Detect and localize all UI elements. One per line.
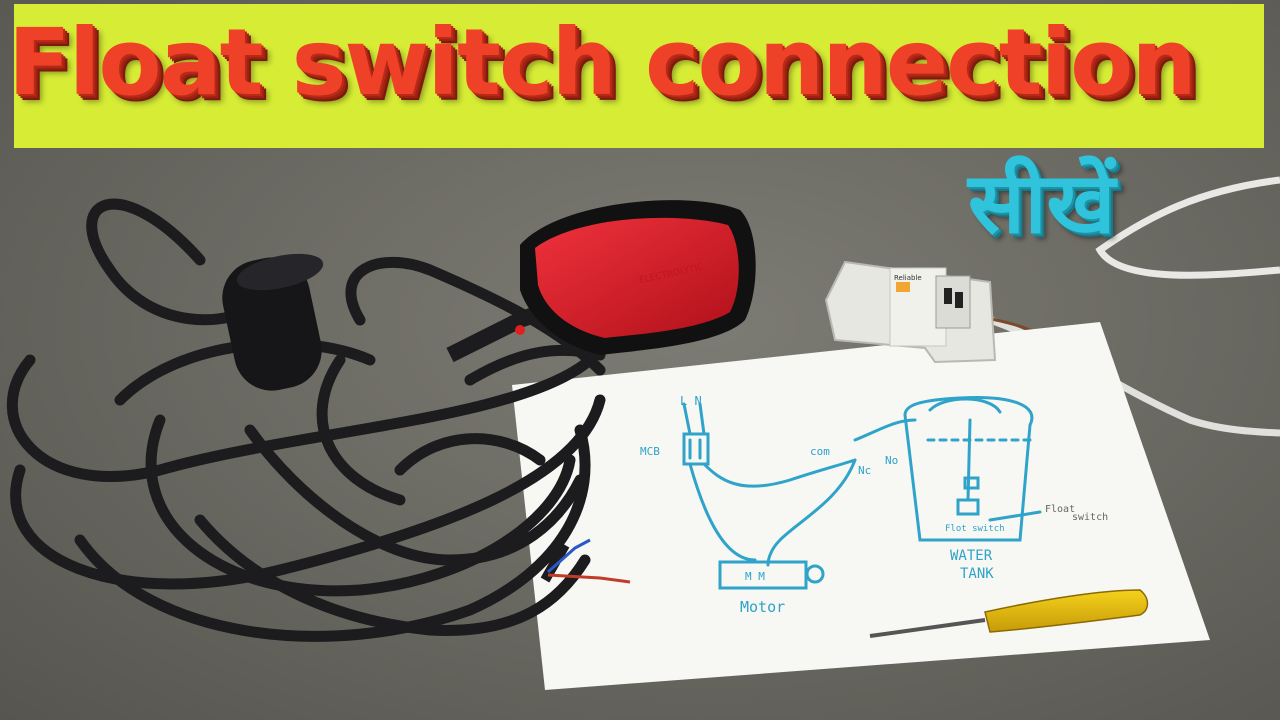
mcb-label: MCB [640,445,660,458]
com-label: com [810,445,830,458]
float-annotation-1: Float [1045,504,1075,515]
video-title: Float switch connection [8,9,1197,116]
float-annotation-2: switch [1072,512,1108,523]
mcb-breaker-icon: Reliable [824,260,997,364]
no-label: No [885,454,898,467]
float-switch-icon: ELECTROLYTIC [446,200,756,363]
mcb-brand-label: Reliable [894,274,922,282]
tank-label-1: WATER [950,548,993,564]
float-switch-label: Flot switch [945,524,1005,534]
white-wire [1095,176,1280,279]
tank-label-2: TANK [960,566,994,582]
motor-text: M M [745,570,765,583]
float-weight [222,253,324,391]
title-banner [14,4,1264,148]
supply-label: L N [680,394,702,408]
motor-label: Motor [740,598,785,616]
nc-label: Nc [858,464,871,477]
cable-end [540,538,631,584]
screwdriver-icon [869,589,1149,638]
hindi-subtitle: सीखें [968,154,1116,252]
